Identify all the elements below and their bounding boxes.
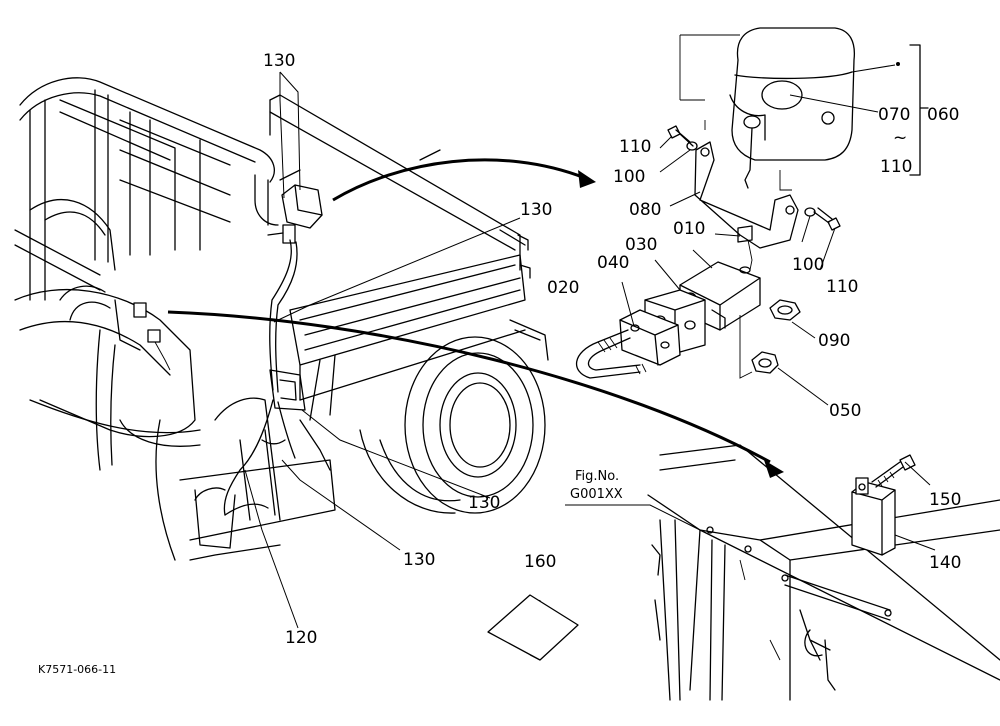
wire-harness xyxy=(223,239,298,516)
leader-lines-lamp xyxy=(621,62,900,406)
callout-arrows xyxy=(167,158,784,478)
fig-ref-label: G001XX xyxy=(570,487,623,502)
cargo-bed xyxy=(269,94,531,421)
light-switch xyxy=(851,477,896,556)
label-140: 140 xyxy=(929,553,961,573)
seat-area xyxy=(14,285,201,471)
bolt-110-left xyxy=(667,125,694,147)
label-100-right: 100 xyxy=(792,255,824,275)
label-060: 060 xyxy=(927,105,959,125)
arrow-lamp-detail xyxy=(332,158,586,202)
arrow-switch-head xyxy=(764,460,784,478)
label-130-lower: 130 xyxy=(403,550,435,570)
label-070: 070 xyxy=(878,105,910,125)
u-bolt xyxy=(575,329,647,379)
rear-wheel xyxy=(359,319,549,514)
washer-100-left xyxy=(686,141,698,151)
nut-090 xyxy=(769,299,801,321)
label-130-bed: 130 xyxy=(520,200,552,220)
label-050: 050 xyxy=(829,401,861,421)
label-110-right: 110 xyxy=(826,277,858,297)
label-010: 010 xyxy=(673,219,705,239)
label-080: 080 xyxy=(629,200,661,220)
bolt-110-right xyxy=(813,207,841,231)
fig-no-label: Fig.No. xyxy=(575,469,619,484)
label-090: 090 xyxy=(818,331,850,351)
label-040: 040 xyxy=(597,253,629,273)
label-150: 150 xyxy=(929,490,961,510)
label-030: 030 xyxy=(625,235,657,255)
nut-050 xyxy=(751,351,779,374)
work-lamp xyxy=(729,27,856,189)
label-160: 160 xyxy=(524,552,556,572)
label-020: 020 xyxy=(547,278,579,298)
lamp-detail xyxy=(575,27,856,379)
drawing-id: K7571-066-11 xyxy=(38,663,116,676)
vehicle-illustration xyxy=(14,77,549,561)
rops-frame xyxy=(14,77,279,301)
label-100-left: 100 xyxy=(613,167,645,187)
arrow-switch-detail xyxy=(167,310,771,464)
clamp-040 xyxy=(619,309,681,366)
label-130-frame: 130 xyxy=(468,493,500,513)
lamp-bracket xyxy=(694,141,799,249)
arrow-lamp-head xyxy=(578,170,596,188)
lower-frame xyxy=(155,369,336,561)
label-120: 120 xyxy=(285,628,317,648)
screw-150 xyxy=(871,454,916,488)
leader-lines-left xyxy=(244,71,521,629)
label-130-top: 130 xyxy=(263,51,295,71)
label-tilde: ~ xyxy=(893,128,907,148)
instruction-sheet xyxy=(487,594,579,661)
label-110-left: 110 xyxy=(619,137,651,157)
part-labels: 130 130 130 130 120 110 100 080 010 030 … xyxy=(38,51,961,676)
switch-detail xyxy=(647,444,1000,701)
group-bracket-060 xyxy=(909,44,929,176)
work-lamp-mounted xyxy=(267,184,323,244)
label-110-range: 110 xyxy=(880,157,912,177)
